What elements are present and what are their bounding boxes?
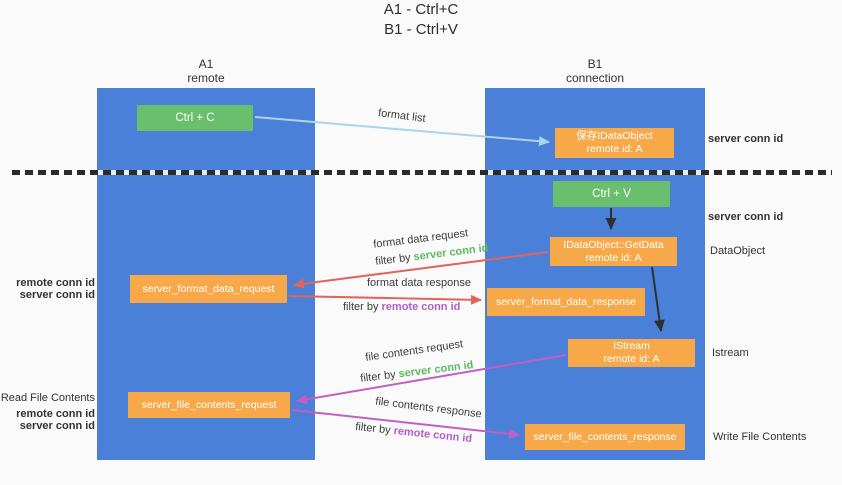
server-format-data-request-box: server_format_data_request bbox=[130, 275, 287, 303]
label-filter-by-remote-conn-id-1: filter by remote conn id bbox=[343, 301, 460, 313]
remote-conn-id-key-2: remote conn id bbox=[392, 424, 473, 446]
right-write-file-contents-label: Write File Contents bbox=[713, 431, 807, 443]
istream-line2: remote id: A bbox=[603, 353, 660, 365]
right-server-conn-id-mid: server conn id bbox=[708, 211, 784, 223]
filter-prefix-1: filter by bbox=[374, 251, 415, 268]
title-line-2: B1 - Ctrl+V bbox=[384, 21, 458, 38]
server-conn-id-key-1: server conn id bbox=[412, 242, 490, 264]
filter-prefix-4: filter by bbox=[354, 420, 395, 437]
istream-line1: IStream bbox=[613, 340, 650, 352]
ctrl-c-label: Ctrl + C bbox=[175, 112, 215, 124]
ctrl-v-box: Ctrl + V bbox=[553, 181, 670, 207]
label-format-data-response: format data response bbox=[367, 277, 471, 289]
save-idataobject-line2: remote id: A bbox=[586, 143, 643, 155]
label-file-contents-response: file contents response bbox=[374, 395, 483, 421]
save-idataobject-line1: 保存IDataObject bbox=[576, 130, 653, 142]
file-request-label: server_file_contents_request bbox=[141, 398, 277, 411]
idataobject-getdata-box: IDataObject::GetData remote id: A bbox=[550, 237, 677, 266]
lane-a-header: A1 remote bbox=[97, 57, 315, 85]
getdata-line2: remote id: A bbox=[585, 251, 642, 264]
lane-a-name: A1 bbox=[198, 57, 214, 71]
label-format-list: format list bbox=[377, 107, 427, 125]
lane-a-role: remote bbox=[187, 71, 225, 85]
lane-b-role: connection bbox=[565, 71, 625, 85]
filter-prefix-2: filter by bbox=[343, 301, 382, 313]
label-filter-by-remote-conn-id-2: filter by remote conn id bbox=[355, 421, 473, 445]
right-dataobject-label: DataObject bbox=[710, 245, 766, 257]
remote-conn-id-key-1: remote conn id bbox=[381, 301, 461, 313]
istream-box: IStream remote id: A bbox=[568, 339, 695, 367]
lane-b-header: B1 connection bbox=[485, 57, 705, 85]
separator-dotted-line bbox=[12, 170, 832, 175]
label-file-contents-request: file contents request bbox=[364, 338, 464, 364]
ctrl-v-label: Ctrl + V bbox=[592, 188, 631, 200]
server-file-contents-response-box: server_file_contents_response bbox=[525, 424, 685, 450]
title-line-1: A1 - Ctrl+C bbox=[383, 1, 459, 18]
lane-b-name: B1 bbox=[587, 57, 603, 71]
arrow-format-data-response bbox=[288, 294, 482, 305]
format-response-label: server_format_data_response bbox=[495, 295, 637, 308]
server-format-data-response-box: server_format_data_response bbox=[487, 288, 645, 316]
label-filter-by-server-conn-id-2: filter by server conn id bbox=[360, 359, 474, 385]
diagram-title: A1 - Ctrl+C B1 - Ctrl+V bbox=[0, 0, 842, 40]
left-remote-conn-id-top: remote conn id bbox=[16, 277, 95, 289]
left-server-conn-id-bottom: server conn id bbox=[19, 420, 95, 432]
format-request-label: server_format_data_request bbox=[142, 282, 275, 295]
getdata-line1: IDataObject::GetData bbox=[563, 238, 664, 251]
ctrl-c-box: Ctrl + C bbox=[137, 105, 253, 131]
left-server-conn-id-top: server conn id bbox=[19, 289, 95, 301]
left-read-file-contents-label: Read File Contents bbox=[0, 392, 95, 404]
file-response-label: server_file_contents_response bbox=[533, 430, 677, 443]
server-conn-id-key-2: server conn id bbox=[397, 359, 475, 381]
right-istream-label: Istream bbox=[712, 347, 749, 359]
filter-prefix-3: filter by bbox=[359, 368, 400, 385]
right-server-conn-id-top: server conn id bbox=[708, 133, 784, 145]
server-file-contents-request-box: server_file_contents_request bbox=[128, 392, 290, 418]
left-remote-conn-id-bottom: remote conn id bbox=[16, 408, 95, 420]
save-idataobject-box: 保存IDataObject remote id: A bbox=[555, 128, 674, 158]
